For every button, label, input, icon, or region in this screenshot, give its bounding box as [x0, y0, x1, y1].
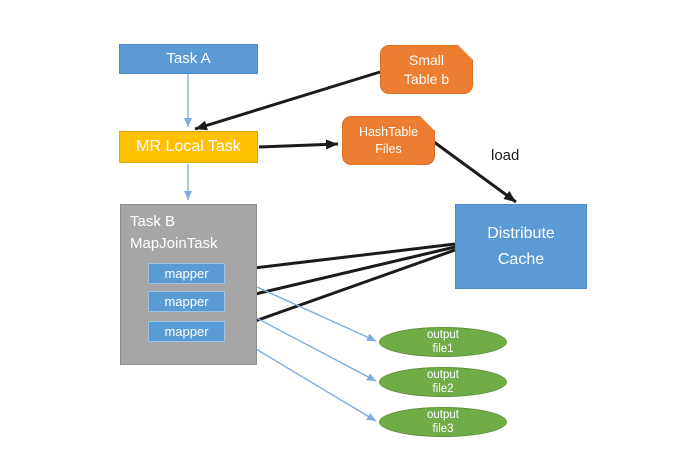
task-b-line2: MapJoinTask: [130, 234, 218, 252]
task-b-line1: Task B: [130, 213, 176, 230]
node-small-table-b: Small Table b: [380, 45, 473, 94]
mr-local-task-label: MR Local Task: [136, 138, 241, 156]
node-task-b-group: Task B MapJoinTask mapper mapper mapper: [120, 204, 257, 365]
node-mapper-2: mapper: [148, 291, 225, 312]
small-table-b-line2: Table b: [403, 70, 450, 87]
node-task-a: Task A: [119, 44, 258, 74]
small-table-b-line1: Small: [408, 51, 444, 68]
node-hashtable-files: HashTable Files: [342, 116, 435, 165]
output-file2-line2: file2: [432, 383, 454, 395]
arrow-mrlocaltask-to-hashtable: [258, 139, 339, 150]
node-mr-local-task: MR Local Task: [119, 131, 258, 163]
node-output-file3: output file3: [379, 407, 507, 437]
node-output-file1: output file1: [379, 327, 507, 357]
output-file3-line2: file3: [432, 423, 454, 435]
mapper-2-label: mapper: [164, 294, 209, 309]
output-file3-line1: output: [427, 408, 459, 421]
output-file1-line1: output: [427, 328, 459, 341]
task-b-group-title: Task B MapJoinTask: [121, 205, 256, 255]
node-mapper-1: mapper: [148, 263, 225, 284]
arrow-distributecache-to-mapper3: [229, 248, 456, 332]
hashtable-files-line2: Files: [375, 141, 402, 156]
arrow-distributecache-to-mapper2: [229, 245, 456, 303]
distribute-cache-line1: Distribute: [487, 224, 555, 242]
node-mapper-3: mapper: [148, 321, 225, 342]
node-distribute-cache: Distribute Cache: [455, 204, 587, 289]
load-label: load: [491, 147, 520, 164]
task-a-label: Task A: [166, 49, 211, 67]
hashtable-files-line1: HashTable: [358, 124, 419, 139]
mapper-3-label: mapper: [164, 324, 209, 339]
output-file1-line2: file1: [432, 343, 454, 355]
node-output-file2: output file2: [379, 367, 507, 397]
output-file2-line1: output: [427, 368, 459, 381]
distribute-cache-line2: Cache: [497, 250, 545, 268]
arrow-distributecache-to-mapper1: [228, 242, 456, 275]
mapper-1-label: mapper: [164, 266, 209, 281]
